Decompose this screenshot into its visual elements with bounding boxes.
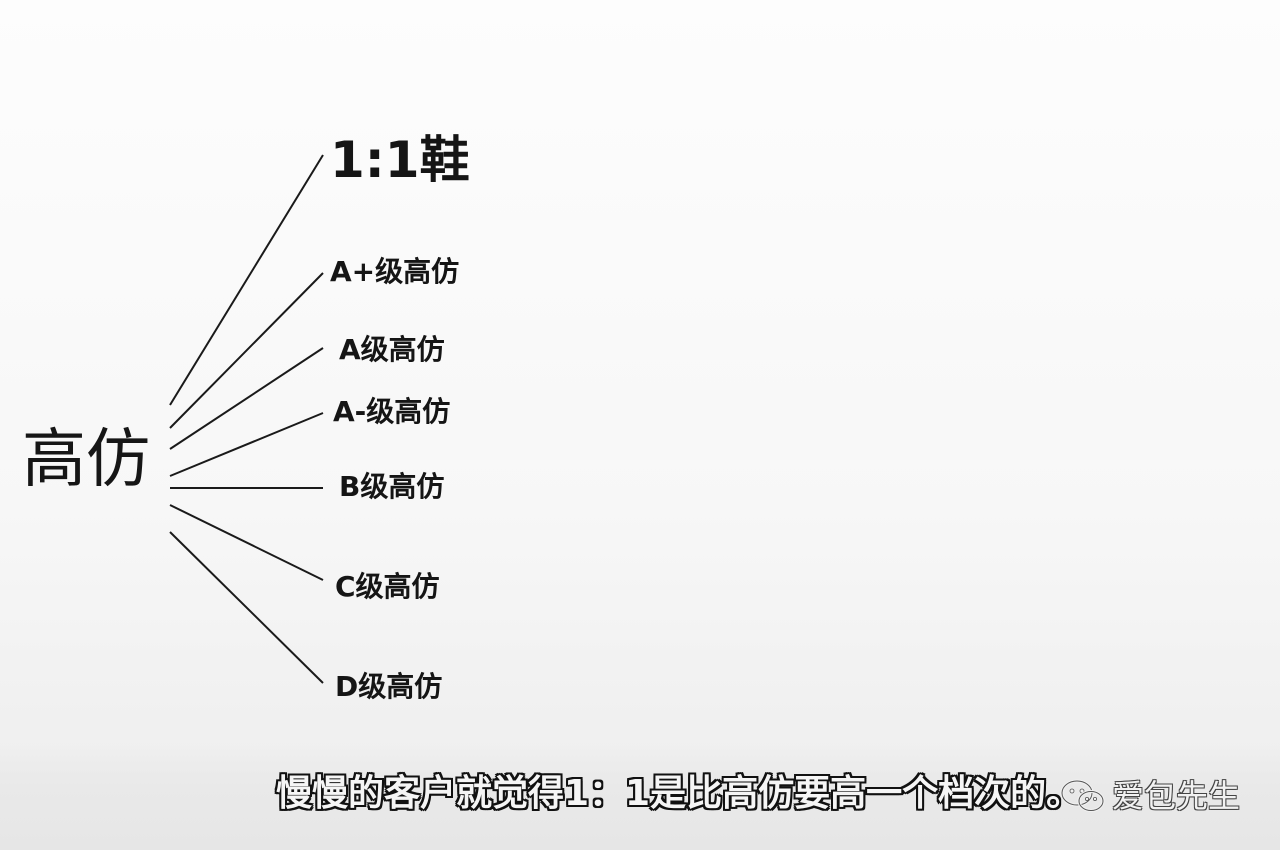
video-subtitle: 慢慢的客户就觉得1：1是比高仿要高一个档次的。 [276, 773, 1083, 814]
connector-line [169, 412, 324, 477]
subtitle-background [0, 745, 1280, 850]
connector-line [169, 504, 324, 581]
connector-line [169, 272, 324, 429]
connector-lines [169, 154, 324, 684]
watermark-text: 爱包先生 [1112, 777, 1241, 815]
branch-label-1-1: 1:1鞋 [330, 131, 470, 189]
branch-label-c: C级高仿 [335, 570, 440, 603]
wechat-icon [1060, 779, 1105, 812]
root-node-label: 高仿 [22, 423, 150, 497]
connector-line [169, 154, 324, 406]
branch-label-a-plus: A+级高仿 [330, 255, 460, 288]
connector-line [169, 347, 324, 450]
branch-label-d: D级高仿 [335, 670, 443, 703]
channel-watermark: 爱包先生 [1060, 776, 1240, 816]
branch-label-b: B级高仿 [339, 470, 445, 503]
branch-label-a-minus: A-级高仿 [333, 395, 451, 428]
branch-label-a: A级高仿 [339, 333, 445, 366]
connector-line [169, 531, 324, 684]
